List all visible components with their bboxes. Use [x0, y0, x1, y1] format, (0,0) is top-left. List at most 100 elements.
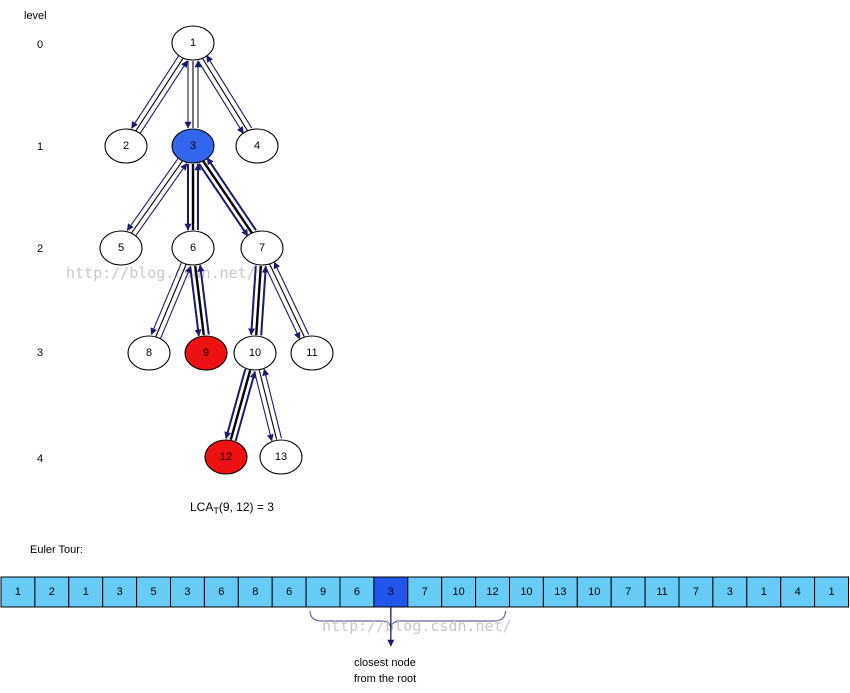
tour-cell-box — [678, 576, 714, 608]
tour-cell-label: 7 — [625, 586, 631, 598]
lca-subscript: T — [213, 506, 219, 516]
tour-cell-label: 7 — [422, 586, 428, 598]
tour-cell: 10 — [576, 576, 612, 608]
tour-cell-box — [780, 576, 816, 608]
down-arrow — [131, 55, 180, 129]
tree-node: 8 — [127, 335, 171, 371]
tree-edge — [135, 57, 184, 132]
down-arrow — [224, 368, 247, 439]
up-arrow — [206, 157, 257, 231]
tour-cell-box — [237, 576, 273, 608]
node-label: 2 — [123, 140, 129, 152]
up-arrow — [206, 55, 253, 129]
node-circle — [99, 230, 143, 266]
up-arrow — [197, 264, 210, 335]
tour-cell-box — [339, 576, 375, 608]
down-arrow — [264, 266, 301, 340]
tour-cell-box — [644, 576, 680, 608]
watermark-text: http://blog.csdn.net/ — [66, 264, 256, 282]
tree-edge — [202, 160, 253, 234]
up-arrow — [234, 371, 257, 442]
tour-cell: 9 — [305, 576, 341, 608]
node-label: 13 — [275, 451, 287, 463]
tour-cell-label: 9 — [320, 586, 326, 598]
tree-edge — [130, 160, 184, 234]
tour-cell-label: 12 — [486, 586, 498, 598]
euler-tour-label: Euler Tour: — [30, 544, 83, 556]
node-circle — [171, 230, 215, 266]
node-circle — [184, 335, 228, 371]
tour-cell: 1 — [814, 576, 849, 608]
tour-cell-label: 3 — [388, 586, 394, 598]
tour-cell-label: 1 — [828, 586, 834, 598]
node-circle — [240, 230, 284, 266]
tour-cell: 3 — [102, 576, 138, 608]
node-label: 6 — [190, 242, 196, 254]
tour-cell-label: 3 — [184, 586, 190, 598]
watermark-text: http://blog.csdn.net/ — [322, 617, 512, 635]
tour-cell-label: 11 — [656, 586, 667, 598]
tree-edge — [255, 265, 262, 336]
tour-cell: 11 — [644, 576, 680, 608]
tour-cell-label: 1 — [15, 586, 21, 598]
node-label: 10 — [249, 347, 261, 359]
node-circle — [127, 335, 171, 371]
tour-cell: 6 — [203, 576, 239, 608]
tour-cell-label: 3 — [727, 586, 733, 598]
tree-node: 3 — [171, 128, 215, 164]
tour-cell-label: 6 — [354, 586, 360, 598]
level-label: 2 — [37, 243, 43, 255]
up-arrow — [139, 60, 188, 134]
tour-cell-label: 7 — [693, 586, 699, 598]
lca-prefix: LCA — [190, 500, 213, 514]
node-label: 1 — [190, 37, 196, 49]
tour-cell: 5 — [136, 576, 172, 608]
tree-node: 12 — [204, 439, 248, 475]
tree-edge — [202, 57, 248, 132]
node-label: 3 — [190, 140, 196, 152]
tree-edge — [258, 370, 278, 440]
tour-cell: 6 — [339, 576, 375, 608]
tour-cell-box — [305, 576, 341, 608]
node-circle — [171, 128, 215, 164]
tour-cell: 7 — [678, 576, 714, 608]
tree-node: 9 — [184, 335, 228, 371]
tour-cell: 10 — [509, 576, 544, 608]
node-label: 12 — [220, 451, 232, 463]
tour-cell-label: 8 — [252, 586, 258, 598]
tour-cell: 4 — [780, 576, 816, 608]
node-circle — [259, 439, 303, 475]
tour-cell: 12 — [475, 576, 511, 608]
caption-line: from the root — [354, 673, 416, 685]
lca-suffix: (9, 12) = 3 — [219, 500, 274, 514]
tour-cell: 3 — [712, 576, 748, 608]
tour-cell: 8 — [237, 576, 273, 608]
tour-cell-box — [814, 576, 849, 608]
tour-cell: 13 — [542, 576, 578, 608]
tree-node: 5 — [99, 230, 143, 266]
tour-cell-box — [610, 576, 646, 608]
tree-edge — [229, 370, 252, 440]
tree-node: 13 — [259, 439, 303, 475]
tour-cell-label: 1 — [761, 586, 767, 598]
tree-node: 10 — [233, 335, 277, 371]
up-arrow — [135, 163, 188, 237]
tour-cell: 6 — [271, 576, 307, 608]
tour-cell: 3 — [170, 576, 205, 608]
up-arrow — [260, 265, 269, 336]
tree-edge — [155, 264, 187, 337]
tree-node: 1 — [171, 25, 215, 61]
tree-node: 11 — [290, 335, 334, 371]
node-circle — [290, 335, 334, 371]
node-label: 5 — [118, 242, 124, 254]
node-label: 4 — [254, 140, 260, 152]
tour-cell-label: 3 — [117, 586, 123, 598]
tour-cell-box — [542, 576, 578, 608]
node-label: 9 — [203, 347, 209, 359]
node-circle — [235, 128, 279, 164]
tour-cell: 2 — [34, 576, 70, 608]
tour-cell: 7 — [407, 576, 443, 608]
tour-cell-label: 10 — [520, 586, 532, 598]
caption-line: closest node — [354, 657, 416, 669]
